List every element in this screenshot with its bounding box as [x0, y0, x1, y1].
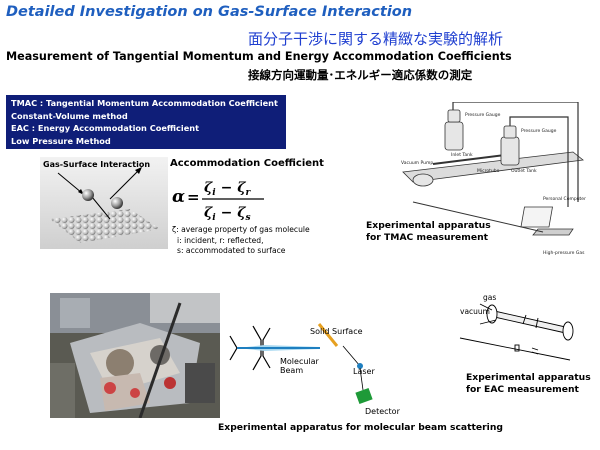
laser-label: Laser — [353, 367, 375, 376]
microtube-label: Microtube — [477, 168, 500, 174]
eac-caption: Experimental apparatus for EAC measureme… — [466, 372, 591, 396]
svg-text:ζi − ζs: ζi − ζs — [204, 205, 251, 222]
eac-gas-label: gas — [483, 293, 496, 302]
eac-gas-inlet-icon — [486, 304, 498, 324]
outlet-tank-label: Outlet Tank — [511, 168, 537, 174]
gas-molecule-reflected-icon — [111, 197, 123, 209]
detector-label: Detector — [365, 407, 401, 416]
personal-computer-label: Personal Computer — [543, 196, 586, 202]
definition-constant-volume: Constant-Volume method — [11, 110, 128, 121]
definitions-box: TMAC : Tangential Momentum Accommodation… — [6, 95, 286, 149]
beam-source-icon — [229, 335, 238, 361]
accommodation-formula: α = ζi − ζr ζi − ζs — [172, 180, 264, 222]
solid-surface-icon — [317, 323, 339, 347]
molecular-beam-apparatus-photo — [50, 293, 220, 418]
eac-vacuum-label: vacuum — [460, 307, 490, 316]
accommodation-legend: ζ: average property of gas molecule i: i… — [172, 225, 310, 257]
gas-molecule-incident-icon — [82, 189, 94, 201]
legend-incident-reflected: i: incident, r: reflected, — [177, 235, 264, 245]
page-subtitle-japanese: 接線方向運動量･エネルギー適応係数の測定 — [248, 68, 473, 82]
eac-apparatus-diagram: gas vacuum — [459, 293, 574, 361]
eac-caption-line-2: for EAC measurement — [466, 384, 579, 395]
pressure-gauge-1-label: Pressure Gauge — [465, 112, 501, 118]
inlet-tank-icon — [444, 121, 464, 151]
personal-computer-icon — [520, 206, 553, 228]
molecular-beam-label-2: Beam — [280, 366, 303, 375]
svg-text:ζi − ζr: ζi − ζr — [204, 180, 252, 198]
detector-icon — [355, 387, 373, 405]
legend-accommodated: s: accommodated to surface — [177, 246, 286, 255]
gas-surface-label: Gas-Surface Interaction — [43, 160, 150, 169]
inlet-tank-label: Inlet Tank — [451, 152, 473, 158]
definition-tmac: TMAC : Tangential Momentum Accommodation… — [11, 98, 278, 108]
tmac-apparatus-diagram: Pressure Gauge Pressure Gauge Vacuum Pum… — [401, 102, 586, 256]
eac-caption-line-1: Experimental apparatus — [466, 372, 591, 383]
legend-zeta: ζ: average property of gas molecule — [172, 225, 310, 234]
tmac-caption: Experimental apparatus for TMAC measurem… — [366, 220, 491, 244]
page-subtitle: Measurement of Tangential Momentum and E… — [6, 50, 512, 63]
pressure-gauge-2-label: Pressure Gauge — [521, 128, 557, 134]
vacuum-pump-icon — [412, 173, 434, 187]
definition-low-pressure: Low Pressure Method — [11, 135, 111, 146]
svg-text:=: = — [187, 188, 200, 206]
molecular-beam-schematic: Solid Surface Molecular Beam Laser Detec… — [229, 323, 401, 416]
accommodation-title: Accommodation Coefficient — [170, 158, 324, 169]
laser-icon — [357, 363, 363, 369]
definition-eac: EAC : Energy Accommodation Coefficient — [11, 123, 200, 133]
outlet-tank-icon — [500, 136, 520, 166]
high-pressure-gas-label: High-pressure Gas — [543, 250, 585, 256]
gas-surface-illustration: Gas-Surface Interaction — [40, 157, 168, 249]
molecular-beam-label-1: Molecular — [280, 357, 320, 366]
svg-text:α: α — [172, 187, 185, 207]
page-title-japanese: 面分子干渉に関する精緻な実験的解析 — [248, 30, 504, 48]
page-title: Detailed Investigation on Gas-Surface In… — [6, 4, 413, 20]
solid-surface-label: Solid Surface — [310, 327, 363, 336]
tmac-caption-line-1: Experimental apparatus — [366, 220, 491, 231]
vacuum-pump-label: Vacuum Pump — [401, 160, 433, 166]
beam-caption: Experimental apparatus for molecular bea… — [218, 422, 503, 433]
tmac-caption-line-2: for TMAC measurement — [366, 232, 489, 243]
